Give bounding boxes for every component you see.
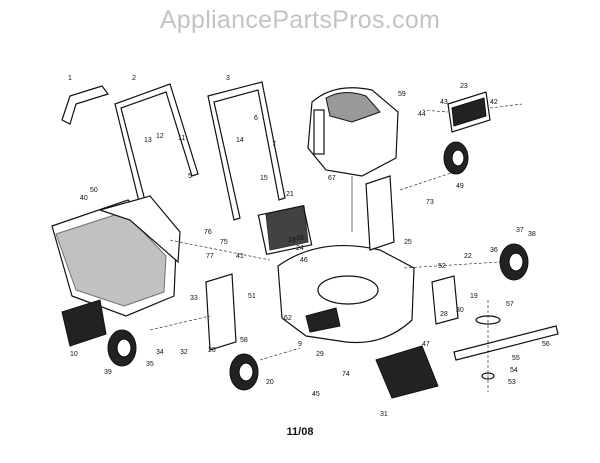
front-left-wheel — [443, 141, 469, 175]
callout-38: 38 — [528, 231, 536, 238]
callout-53: 53 — [508, 379, 516, 386]
callout-14: 14 — [236, 137, 244, 144]
callout-45: 45 — [312, 391, 320, 398]
callout-3: 3 — [226, 75, 230, 82]
side-bracket-part — [365, 175, 395, 251]
callout-33: 33 — [190, 295, 198, 302]
grass-bag-part — [51, 195, 181, 317]
callout-50: 50 — [90, 187, 98, 194]
callout-32: 32 — [180, 349, 188, 356]
callout-51: 51 — [248, 293, 256, 300]
callout-22: 22 — [464, 253, 472, 260]
height-adjuster-part — [431, 275, 459, 325]
callout-40: 40 — [80, 195, 88, 202]
air-filter-part — [447, 91, 491, 133]
callout-15: 15 — [260, 175, 268, 182]
callout-20: 20 — [266, 379, 274, 386]
callout-11: 11 — [178, 135, 185, 142]
callout-19: 19 — [470, 293, 478, 300]
callout-44: 44 — [418, 111, 426, 118]
callout-10: 10 — [70, 351, 78, 358]
callout-39: 39 — [104, 369, 112, 376]
callout-54: 54 — [510, 367, 518, 374]
callout-18: 18 — [288, 237, 296, 244]
callout-46: 46 — [300, 257, 308, 264]
callout-77: 77 — [206, 253, 214, 260]
rear-bracket-part — [205, 273, 237, 351]
rear-flap-part — [61, 299, 107, 347]
upper-handle-part — [61, 85, 109, 125]
callout-43: 43 — [440, 99, 448, 106]
callout-42: 42 — [490, 99, 498, 106]
callout-29: 29 — [316, 351, 324, 358]
callout-6: 6 — [254, 115, 258, 122]
rear-guard-part — [257, 204, 313, 256]
callout-34: 34 — [156, 349, 164, 356]
callout-1: 1 — [68, 75, 72, 82]
callout-23: 23 — [460, 83, 468, 90]
callout-47: 47 — [422, 341, 430, 348]
mulch-plug-part — [375, 345, 439, 399]
callout-62: 62 — [284, 315, 292, 322]
callout-25: 25 — [404, 239, 412, 246]
lower-handle-part — [207, 81, 286, 221]
callout-56: 56 — [542, 341, 550, 348]
callout-7: 7 — [272, 141, 276, 148]
callout-55: 55 — [512, 355, 520, 362]
callout-21: 21 — [286, 191, 294, 198]
callout-9: 9 — [298, 341, 302, 348]
revision-date: 11/08 — [286, 426, 314, 438]
callout-36: 36 — [490, 247, 498, 254]
callout-67: 67 — [328, 175, 336, 182]
callout-35: 35 — [146, 361, 154, 368]
front-right-wheel — [499, 243, 529, 281]
mower-deck-part — [277, 245, 415, 344]
callout-30: 30 — [456, 307, 464, 314]
callout-31: 31 — [380, 411, 388, 418]
callout-13: 13 — [144, 137, 152, 144]
callout-59: 59 — [398, 91, 406, 98]
site-watermark: AppliancePartsPros.com — [159, 6, 441, 34]
rear-right-wheel — [229, 353, 259, 391]
callout-37: 37 — [516, 227, 524, 234]
callout-52: 52 — [438, 263, 446, 270]
callout-58: 58 — [240, 337, 248, 344]
blade-part — [453, 300, 559, 392]
rear-left-wheel — [107, 329, 137, 367]
callout-76: 76 — [204, 229, 212, 236]
callout-73: 73 — [426, 199, 434, 206]
callout-74: 74 — [342, 371, 350, 378]
callout-26: 26 — [208, 347, 216, 354]
callout-16: 16 — [296, 235, 304, 242]
callout-12: 12 — [156, 133, 164, 140]
callout-2: 2 — [132, 75, 136, 82]
callout-5: 5 — [188, 173, 192, 180]
callout-57: 57 — [506, 301, 514, 308]
callout-24: 24 — [296, 245, 304, 252]
callout-28: 28 — [440, 311, 448, 318]
engine-part — [307, 87, 399, 232]
callout-75: 75 — [220, 239, 228, 246]
callout-49: 49 — [456, 183, 464, 190]
callout-41: 41 — [236, 253, 244, 260]
